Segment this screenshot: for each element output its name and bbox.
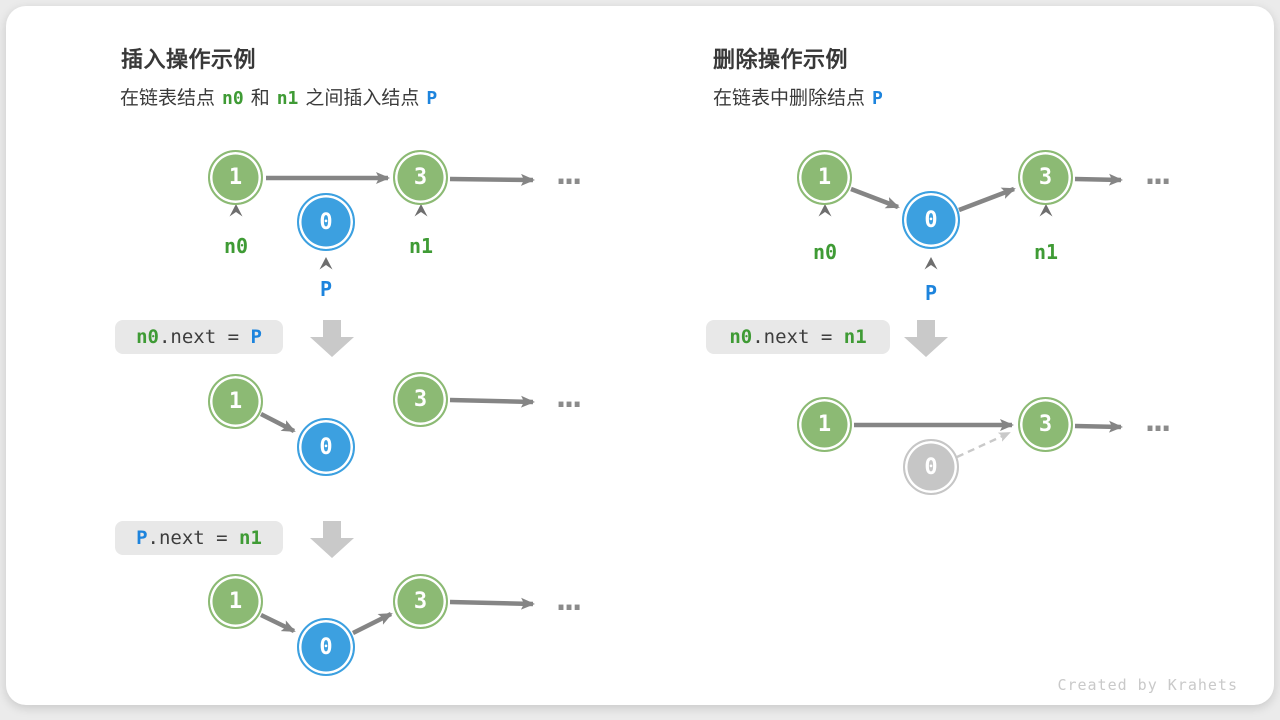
- node-p-removed: 0: [903, 439, 959, 495]
- pointer-label-n1: n1: [408, 234, 434, 258]
- node-p: 0: [297, 193, 355, 251]
- subtitle-text: 和: [250, 88, 270, 109]
- subtitle-text: 之间插入结点: [305, 88, 420, 109]
- node-1: 1: [208, 374, 263, 429]
- node-value: 0: [924, 207, 938, 233]
- node-3: 3: [1018, 150, 1073, 205]
- code-delete-step1: n0.next = n1: [706, 320, 890, 354]
- pointer-label-p: P: [319, 277, 333, 301]
- node-1: 1: [797, 150, 852, 205]
- node-value: 0: [319, 634, 333, 660]
- node-3: 3: [393, 150, 448, 205]
- token-p: P: [426, 88, 438, 109]
- insert-panel-title: 插入操作示例: [121, 47, 257, 72]
- node-value: 3: [1038, 165, 1053, 190]
- diagram-card: [6, 6, 1274, 705]
- node-value: 0: [319, 434, 333, 460]
- node-value: 1: [228, 165, 243, 190]
- node-p: 0: [902, 191, 960, 249]
- pointer-label-n0: n0: [223, 234, 249, 258]
- node-1: 1: [208, 574, 263, 629]
- code-insert-step2: P.next = n1: [115, 521, 283, 555]
- code-insert-step1: n0.next = P: [115, 320, 283, 354]
- node-1: 1: [208, 150, 263, 205]
- code-lhs: n0: [136, 326, 159, 348]
- ellipsis: ...: [1141, 404, 1175, 439]
- code-lhs: P: [136, 527, 148, 549]
- code-rhs: P: [250, 326, 262, 348]
- footer-credit: Created by Krahets: [1057, 676, 1238, 694]
- code-op: .next =: [158, 326, 251, 348]
- node-value: 1: [817, 165, 832, 190]
- pointer-label-n1: n1: [1033, 240, 1059, 264]
- node-value: 3: [413, 589, 428, 614]
- node-value: 0: [924, 454, 938, 480]
- pointer-label-n0: n0: [812, 240, 838, 264]
- node-value: 3: [413, 165, 428, 190]
- pointer-label-p: P: [924, 281, 938, 305]
- token-n0: n0: [222, 88, 244, 109]
- code-op: .next =: [752, 326, 844, 348]
- node-p: 0: [297, 418, 355, 476]
- token-n1: n1: [276, 88, 299, 109]
- node-value: 1: [228, 389, 243, 414]
- node-1: 1: [797, 397, 852, 452]
- ellipsis: ...: [552, 583, 586, 618]
- ellipsis: ...: [1141, 157, 1175, 192]
- node-value: 0: [319, 209, 333, 235]
- insert-panel-subtitle: 在链表结点 n0 和 n1 之间插入结点 P: [120, 83, 444, 110]
- node-value: 3: [413, 387, 428, 412]
- code-op: .next =: [147, 527, 240, 549]
- delete-panel-subtitle: 在链表中删除结点 P: [713, 83, 890, 110]
- node-3: 3: [1018, 397, 1073, 452]
- subtitle-text: 在链表结点: [120, 88, 216, 109]
- node-value: 3: [1038, 412, 1053, 437]
- node-value: 1: [228, 589, 243, 614]
- token-p: P: [872, 88, 883, 109]
- code-rhs: n1: [239, 527, 262, 549]
- ellipsis: ...: [552, 380, 586, 415]
- node-value: 1: [817, 412, 832, 437]
- code-rhs: n1: [843, 326, 867, 348]
- code-lhs: n0: [729, 326, 753, 348]
- node-3: 3: [393, 372, 448, 427]
- node-3: 3: [393, 574, 448, 629]
- delete-panel-title: 删除操作示例: [713, 47, 849, 72]
- node-p: 0: [297, 618, 355, 676]
- subtitle-text: 在链表中删除结点: [713, 88, 866, 109]
- ellipsis: ...: [552, 157, 586, 192]
